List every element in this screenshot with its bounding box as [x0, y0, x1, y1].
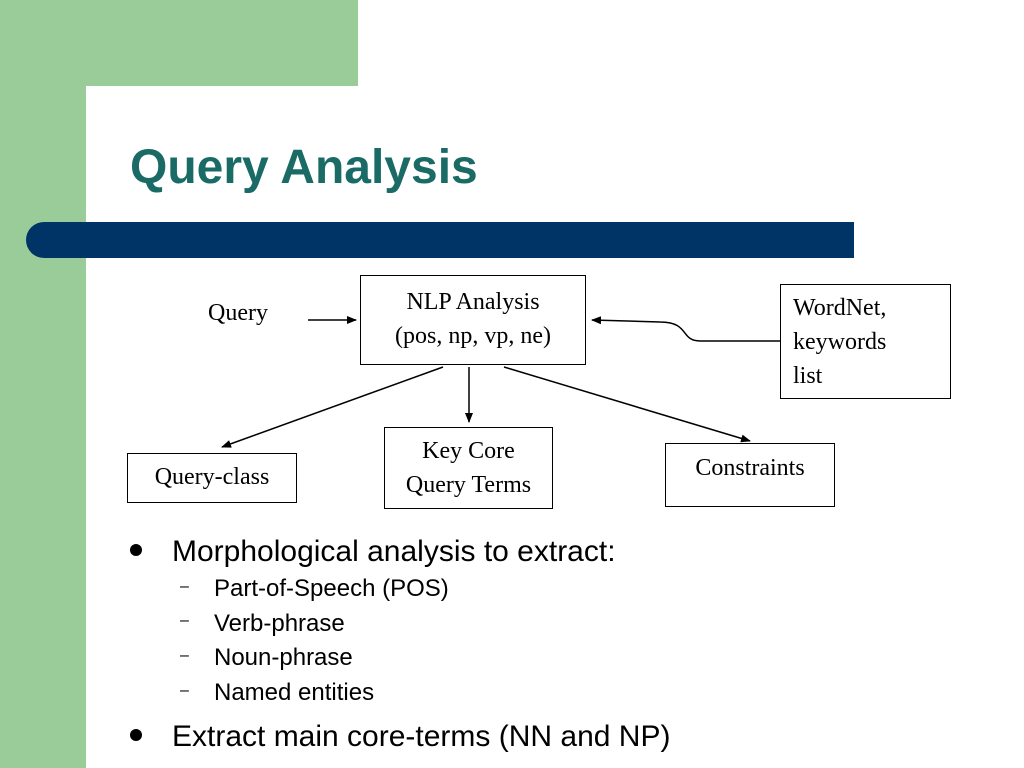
dash-icon: –: [180, 612, 189, 630]
green-side-decoration: [0, 0, 86, 768]
bullet-text: Morphological analysis to extract:: [172, 535, 616, 568]
nlp-analysis-box: NLP Analysis (pos, np, vp, ne): [360, 275, 586, 365]
dash-icon: –: [180, 577, 189, 595]
green-top-decoration: [0, 0, 358, 86]
wordnet-box-line-2: keywords: [793, 329, 887, 355]
key-core-line-2: Query Terms: [405, 472, 532, 498]
nlp-box-line-1: NLP Analysis: [406, 289, 540, 315]
sub-bullet-text: Named entities: [214, 678, 375, 706]
dash-icon: –: [180, 681, 189, 699]
constraints-box: Constraints: [665, 443, 835, 507]
bullet-text: Extract main core-terms (NN and NP): [172, 719, 671, 753]
query-class-text: Query-class: [154, 464, 270, 490]
sub-bullet-text: Part-of-Speech (POS): [214, 575, 449, 602]
bullet-item: Morphological analysis to extract:: [130, 532, 670, 572]
sub-bullet-item: – Noun-phrase: [130, 641, 670, 676]
query-label: Query: [208, 300, 268, 326]
wordnet-box: WordNet, keywords list: [780, 284, 951, 399]
key-core-line-1: Key Core: [422, 438, 515, 464]
bullet-dot-icon: [130, 544, 142, 557]
bullet-dot-icon: [130, 728, 142, 741]
slide-title: Query Analysis: [130, 141, 478, 194]
bullet-list: Morphological analysis to extract: – Part…: [130, 532, 670, 757]
sub-bullet-text: Noun-phrase: [214, 644, 353, 672]
bullet-item: Extract main core-terms (NN and NP): [130, 717, 670, 757]
sub-bullet-text: Verb-phrase: [214, 609, 345, 637]
sub-bullet-item: – Named entities: [130, 676, 670, 711]
sub-bullet-item: – Part-of-Speech (POS): [130, 572, 670, 607]
dash-icon: –: [180, 646, 189, 664]
title-underline-bar: [26, 222, 854, 258]
nlp-box-line-2: (pos, np, vp, ne): [395, 323, 551, 349]
sub-bullet-item: – Verb-phrase: [130, 607, 670, 642]
constraints-text: Constraints: [695, 455, 805, 481]
wordnet-box-line-3: list: [793, 363, 823, 389]
query-class-box: Query-class: [127, 453, 297, 503]
key-core-terms-box: Key Core Query Terms: [384, 427, 553, 509]
wordnet-box-line-1: WordNet,: [793, 295, 887, 321]
sub-bullet-list: – Part-of-Speech (POS) – Verb-phrase – Noun…: [130, 572, 670, 711]
